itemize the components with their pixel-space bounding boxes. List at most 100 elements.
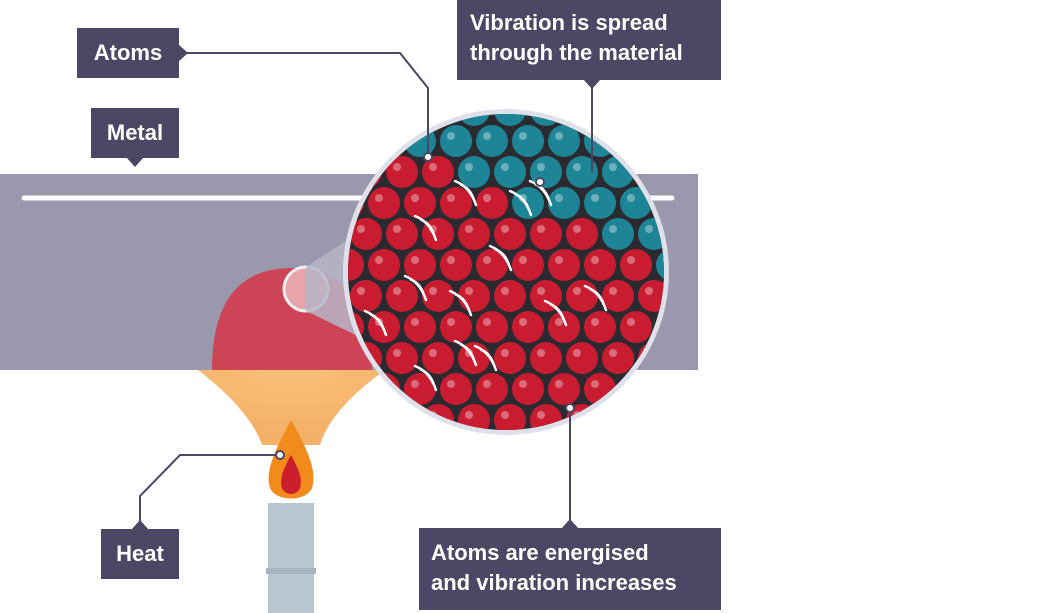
atom-highlight [609,349,617,357]
cool-atom [476,125,508,157]
atom-highlight [411,194,419,202]
cool-atom [440,125,472,157]
energised-atom [404,187,436,219]
energised-atom [476,249,508,281]
atom-highlight [447,256,455,264]
vibration-arc [413,364,438,392]
leader-dots [275,152,575,460]
energised-atom [620,311,652,343]
atom-highlight [645,225,653,233]
energised-atom [530,218,562,250]
cool-atom [548,125,580,157]
flame-glow [198,370,385,445]
atom-highlight [609,287,617,295]
energised-dot [565,403,575,413]
atom-highlight [465,287,473,295]
vibration-arc [448,289,473,317]
energised-atom [422,342,454,374]
atom-highlight [483,256,491,264]
energised-atom [440,311,472,343]
energised-atom [386,280,418,312]
energised-atom [422,280,454,312]
energised-atom [512,249,544,281]
atoms-label: Atoms [77,28,188,78]
heat-dot [275,450,285,460]
atom-highlight [519,380,527,388]
energised-atom [548,249,580,281]
energised-label-line1: Atoms are energised [431,540,649,565]
vibration-arc [473,344,498,372]
metal-label: Metal [91,108,179,167]
atom-highlight [591,380,599,388]
vibration-arcs-icon [363,179,608,392]
atom-highlight [555,380,563,388]
energised-atom [458,218,490,250]
atom-highlight [447,380,455,388]
atom-highlight [465,101,473,109]
atom-highlight [483,318,491,326]
cool-atom [494,156,526,188]
energised-atom [494,218,526,250]
atom-highlight [573,163,581,171]
vibration-arc [508,189,533,217]
atom-highlight [627,318,635,326]
atom-highlight [573,225,581,233]
atoms-label-text: Atoms [94,40,162,65]
energised-atom [584,249,616,281]
vibration-arc [453,179,478,207]
energised-atom [566,342,598,374]
atom-highlight [537,411,545,419]
energised-atom [386,218,418,250]
atom-highlight [375,194,383,202]
energised-atom [494,342,526,374]
atom-highlight [465,225,473,233]
energised-label: Atoms are energised and vibration increa… [419,519,721,610]
atom-highlight [483,380,491,388]
atom-highlight [501,411,509,419]
atom-highlight [519,256,527,264]
atom-highlight [465,411,473,419]
vibration-arc [363,309,388,337]
atom-highlight [501,225,509,233]
energised-atom [530,280,562,312]
cool-atom [512,125,544,157]
atom-highlight [465,163,473,171]
energised-atom [422,156,454,188]
atom-highlight [375,256,383,264]
atom-highlight [519,318,527,326]
cool-atom [458,114,490,126]
atom-highlight [483,132,491,140]
energised-atom [458,280,490,312]
energised-atom [584,311,616,343]
cool-atom [512,187,544,219]
vibration-arc [528,179,553,207]
atom-highlight [393,163,401,171]
atom-highlight [555,132,563,140]
energised-atom [350,218,382,250]
energised-atom [602,342,634,374]
vibration-arc [488,244,513,272]
atom-highlight [537,225,545,233]
atom-highlight [573,349,581,357]
atom-highlight [645,287,653,295]
cool-atom [494,114,526,126]
heat-leader [139,454,280,530]
atom-highlight [393,287,401,295]
burner-tube-collar [266,568,316,574]
vibration-arc [403,274,428,302]
energised-atom [512,373,544,405]
energised-atom [494,280,526,312]
atom-highlight [537,287,545,295]
atom-highlight [411,380,419,388]
burner-tube [268,503,314,613]
atom-highlight [429,163,437,171]
energised-atom [368,249,400,281]
atom-highlight [357,225,365,233]
vibration-arc [453,339,478,367]
atom-highlight [609,163,617,171]
energised-atom [404,311,436,343]
vibration-arc [413,214,438,242]
atom-highlight [591,256,599,264]
atom-highlight [447,318,455,326]
